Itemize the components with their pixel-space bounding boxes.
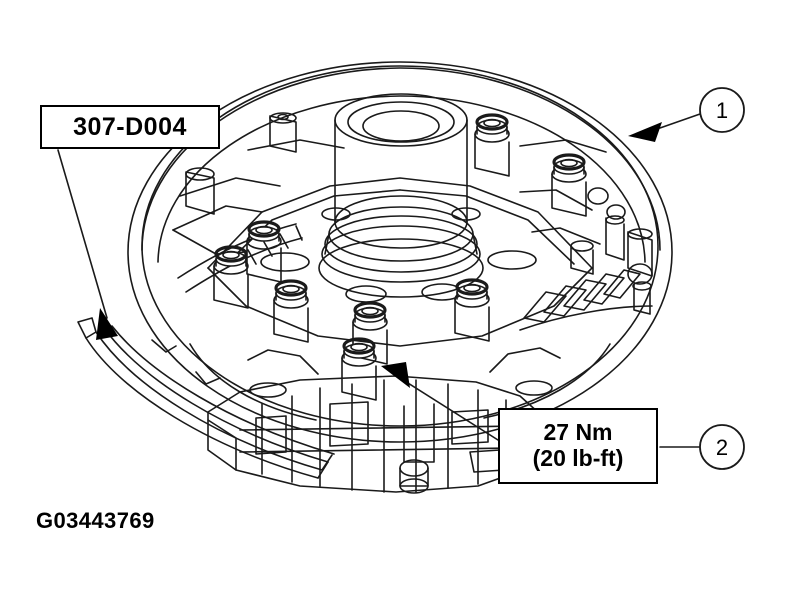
callout-numbers: 1 2 [716,98,728,460]
bolt-studs [213,113,587,401]
tool-number-text: 307-D004 [73,113,187,141]
bolt-stud [454,278,490,342]
special-tool-307-D004 [77,317,335,479]
callout-circle-2 [699,424,745,470]
leader-line-torque [399,377,499,441]
leader-line-callout-1 [659,113,701,129]
callout-circle-1 [699,87,745,133]
arrowhead-tool [96,308,118,340]
bolt-stud [341,337,377,401]
leader-line-tool [57,149,108,319]
bolt-stud [213,245,249,309]
right-side-bosses [570,187,626,275]
bolt-stud [474,113,510,177]
callout-number-1: 1 [716,98,728,123]
center-hub [318,93,484,298]
bolt-stud [273,279,309,343]
tool-number-label: 307-D004 [40,105,220,149]
housing-outer-rim [127,61,673,443]
arrowhead-torque [381,362,410,388]
bolt-stud [246,220,282,283]
arrowheads [96,122,662,388]
figure-id-label: G03443769 [36,508,155,533]
bolt-stud [352,301,388,365]
arrowhead-callout-1 [628,122,662,142]
torque-imperial-text: (20 lb-ft) [532,445,624,471]
torque-spec-label: 27 Nm (20 lb-ft) [498,408,658,484]
torque-metric-text: 27 Nm [543,419,613,446]
leader-lines [57,113,701,448]
callout-number-2: 2 [716,435,728,460]
callout-circles [699,87,745,470]
cooling-fin-detail [519,263,653,331]
bolt-stud [551,153,587,217]
